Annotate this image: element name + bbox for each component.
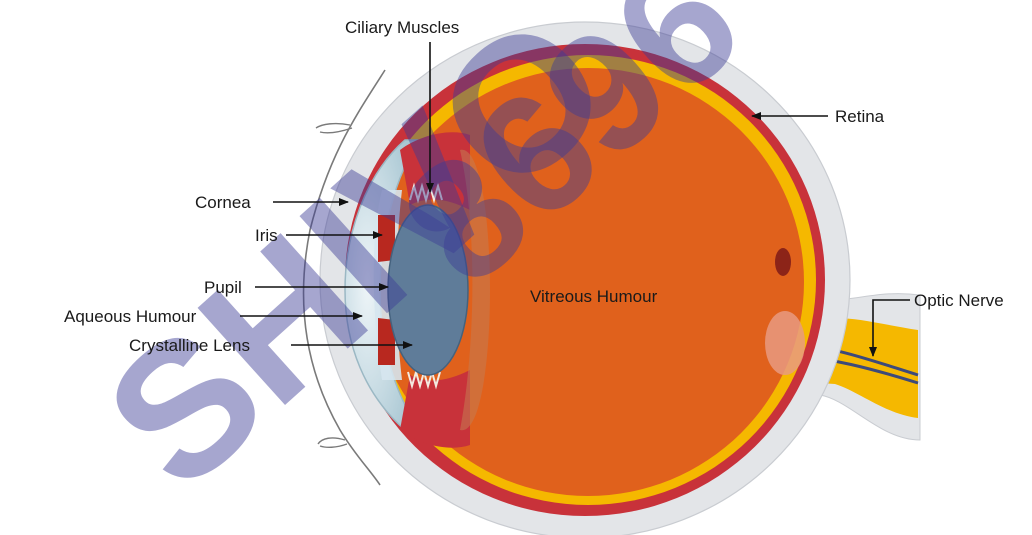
label-retina: Retina [835,107,885,126]
label-aqueous-humour: Aqueous Humour [64,307,197,326]
label-ciliary-muscles: Ciliary Muscles [345,18,459,37]
eyelash-lower [318,438,347,447]
label-cornea: Cornea [195,193,251,212]
label-optic-nerve: Optic Nerve [914,291,1004,310]
label-pupil: Pupil [204,278,242,297]
label-vitreous-humour: Vitreous Humour [530,287,658,306]
label-iris: Iris [255,226,278,245]
label-crystalline-lens: Crystalline Lens [129,336,250,355]
optic-disc [765,311,805,375]
fovea [775,248,791,276]
